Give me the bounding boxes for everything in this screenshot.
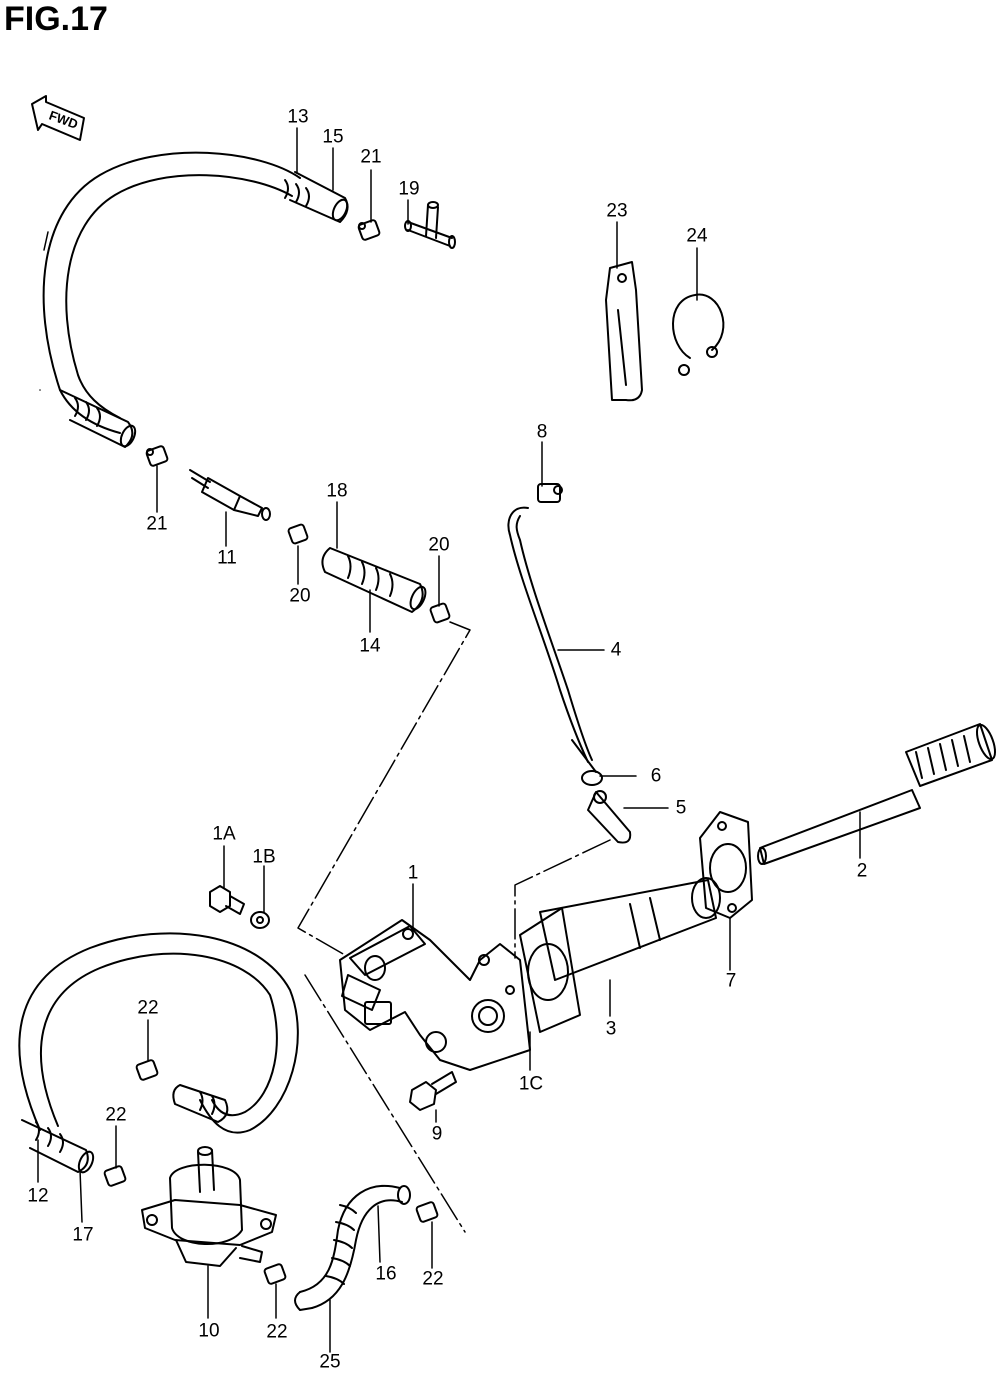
housing-part-3 bbox=[519, 877, 721, 1033]
clamp-part-20 bbox=[287, 523, 451, 624]
callout-24: 24 bbox=[686, 225, 708, 247]
upper-hose-part-13 bbox=[42, 151, 349, 448]
lower-hose-part-12 bbox=[18, 932, 299, 1174]
fitting-part-5 bbox=[587, 790, 632, 844]
callout-3: 3 bbox=[605, 1018, 617, 1040]
callout-17: 17 bbox=[72, 1224, 94, 1246]
figure-title: FIG.17 bbox=[4, 0, 108, 38]
connection-lines bbox=[39, 231, 611, 1233]
fuel-filter-part-11 bbox=[189, 469, 271, 521]
callout-1: 1 bbox=[407, 862, 419, 884]
clamp-part-21 bbox=[145, 219, 381, 467]
callout-8: 8 bbox=[536, 421, 548, 443]
washer-part-1b bbox=[250, 911, 270, 929]
callout-14: 14 bbox=[359, 635, 381, 657]
callout-10: 10 bbox=[198, 1320, 220, 1342]
callout-2: 2 bbox=[856, 860, 868, 882]
callout-9: 9 bbox=[431, 1123, 443, 1145]
callout-16: 16 bbox=[375, 1263, 397, 1285]
clamp-part-22 bbox=[103, 1059, 439, 1285]
hose-part-16 bbox=[294, 1184, 411, 1311]
callout-11: 11 bbox=[217, 547, 237, 569]
callout-12: 12 bbox=[27, 1185, 49, 1207]
callout-21-top: 21 bbox=[360, 146, 382, 168]
callout-20-right: 20 bbox=[428, 534, 450, 556]
callout-22-bottom: 22 bbox=[266, 1321, 288, 1343]
callout-1c: 1C bbox=[518, 1073, 544, 1095]
callout-20-left: 20 bbox=[289, 585, 311, 607]
cable-part-4 bbox=[507, 506, 597, 773]
callout-13: 13 bbox=[287, 106, 309, 128]
callout-25: 25 bbox=[319, 1351, 341, 1373]
nut-part-6 bbox=[581, 770, 603, 786]
callout-15: 15 bbox=[322, 126, 344, 148]
callout-5: 5 bbox=[675, 797, 687, 819]
callout-22-mid: 22 bbox=[105, 1104, 127, 1126]
callout-23: 23 bbox=[606, 200, 628, 222]
callout-22-right: 22 bbox=[422, 1268, 444, 1290]
clip-part-24 bbox=[672, 293, 725, 376]
oil-pump-part-1 bbox=[339, 919, 531, 1071]
callout-18: 18 bbox=[326, 480, 348, 502]
gasket-part-7 bbox=[699, 811, 753, 919]
check-valve-part-10 bbox=[141, 1146, 277, 1267]
fwd-arrow-icon bbox=[31, 95, 85, 141]
callout-22-upper: 22 bbox=[137, 997, 159, 1019]
callout-21-left: 21 bbox=[146, 513, 168, 535]
shaft-part-2 bbox=[757, 723, 997, 865]
callout-4: 4 bbox=[610, 639, 622, 661]
callout-7: 7 bbox=[725, 970, 737, 992]
strap-part-23 bbox=[605, 261, 643, 402]
leader-lines bbox=[37, 127, 861, 1353]
callout-1a: 1A bbox=[212, 823, 236, 845]
callout-19: 19 bbox=[398, 178, 420, 200]
t-fitting-part-19 bbox=[404, 201, 456, 249]
callout-6: 6 bbox=[650, 765, 662, 787]
bolt-part-1a bbox=[209, 885, 245, 915]
callout-1b: 1B bbox=[252, 846, 276, 868]
bolt-part-9 bbox=[409, 1071, 457, 1111]
clamp-part-8 bbox=[537, 483, 563, 503]
hose-part-14 bbox=[321, 547, 427, 613]
